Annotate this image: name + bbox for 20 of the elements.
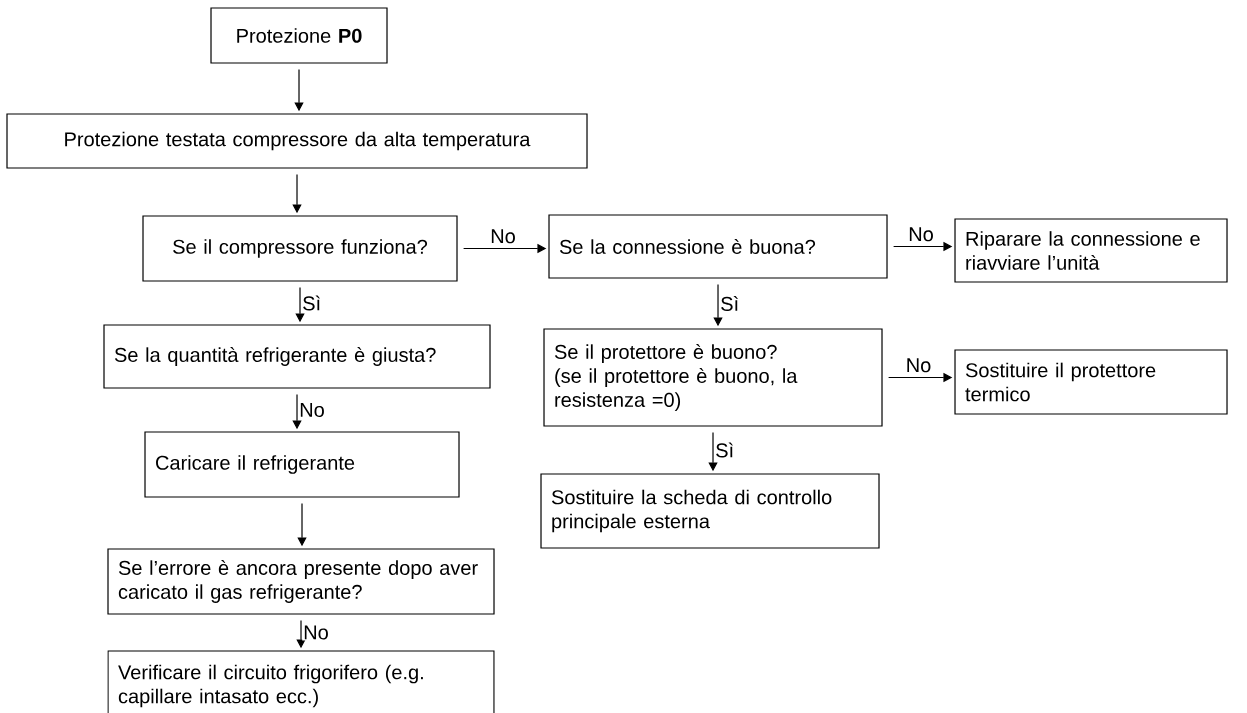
edge-label: No	[298, 402, 326, 418]
edge-label: Sì	[719, 295, 741, 312]
edge-label: No	[489, 228, 517, 245]
process-box: Se la connessione è buona?	[548, 214, 888, 279]
process-box: Caricare il refrigerante	[144, 431, 460, 498]
edge-label: No	[904, 357, 933, 374]
edge-label: No	[302, 624, 330, 641]
process-box: Riparare la connessione e riavviare l’unità	[954, 218, 1228, 283]
process-box: Sostituire la scheda di controllo principale esterna	[540, 473, 880, 549]
process-box: Sostituire il protettore termico	[954, 349, 1228, 415]
process-box: Protezione testata compressore da alta temperatura	[6, 113, 588, 169]
process-box: Se il compressore funziona?	[142, 215, 458, 282]
process-box: Se l’errore è ancora presente dopo aver caricato il gas refrigerante?	[107, 548, 495, 615]
edge-label: No	[907, 226, 935, 243]
process-box: Protezione P0	[210, 7, 388, 64]
edge-label: Sì	[714, 441, 736, 459]
process-box: Se la quantità refrigerante è giusta?	[103, 324, 491, 389]
process-box: Verificare il circuito frigorifero (e.g. capillare intasato ecc.)	[107, 650, 495, 713]
process-box: Se il protettore è buono? (se il protettore è buono, la resistenza =0)	[543, 328, 883, 427]
edge-label: Sì	[301, 294, 323, 312]
